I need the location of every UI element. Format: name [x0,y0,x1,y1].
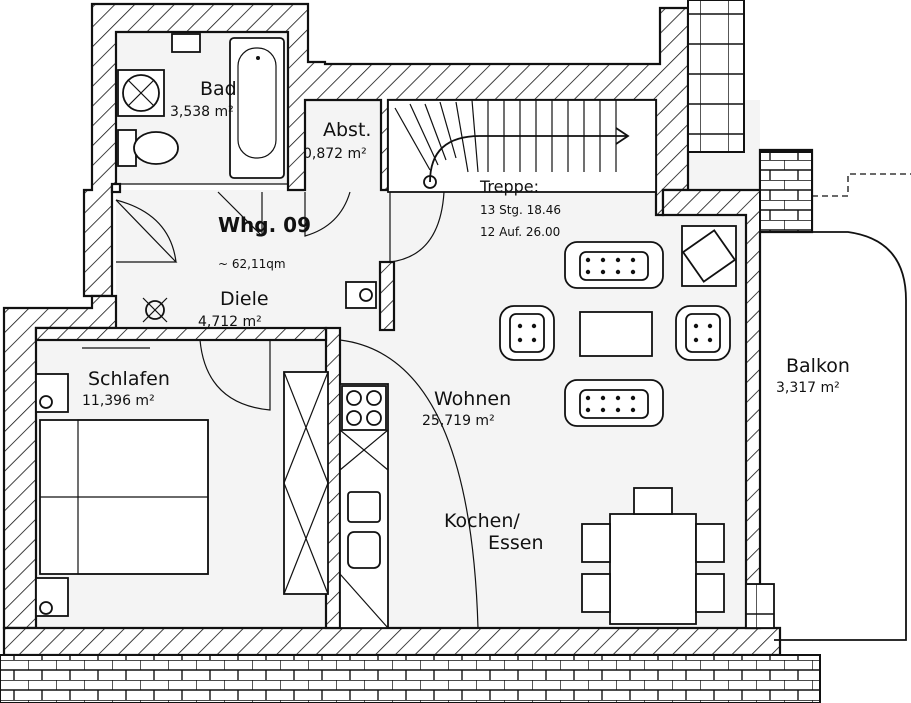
radiator-icons [35,281,377,617]
diele-name: Diele [220,288,269,310]
abst-name: Abst. [323,119,371,141]
schlafen-name: Schlafen [88,368,170,390]
ceiling-light-icon [142,297,168,323]
treppe-line1: 13 Stg. 18.46 [480,203,561,217]
living-furniture [499,225,737,427]
unit-name: Whg. 09 [218,213,311,237]
balcony-outline [774,173,911,641]
bathroom-fixtures [116,33,288,185]
brick-walls [0,0,821,703]
dining-table [581,487,725,625]
wohnen-name: Wohnen [434,388,511,410]
staircase [387,99,657,193]
treppe-name: Treppe: [479,177,539,196]
abst-area: 0,872 m² [303,146,367,162]
kitchen-counter [339,383,389,629]
room-labels: Bad 3,538 m² Abst. 0,872 m² Treppe: 13 S… [82,78,850,554]
kochen-line2: Essen [488,532,544,554]
bad-area: 3,538 m² [170,104,234,120]
bad-name: Bad [200,78,237,100]
schlafen-area: 11,396 m² [82,393,155,409]
diele-area: 4,712 m² [198,314,262,330]
balkon-name: Balkon [786,355,850,377]
doors [115,191,479,629]
bedroom-furniture [39,347,329,595]
treppe-line2: 12 Auf. 26.00 [480,225,560,239]
wohnen-area: 25,719 m² [422,413,495,429]
balkon-area: 3,317 m² [776,380,840,396]
kochen-line1: Kochen/ [444,510,520,532]
unit-area: ~ 62,11qm [218,257,286,271]
